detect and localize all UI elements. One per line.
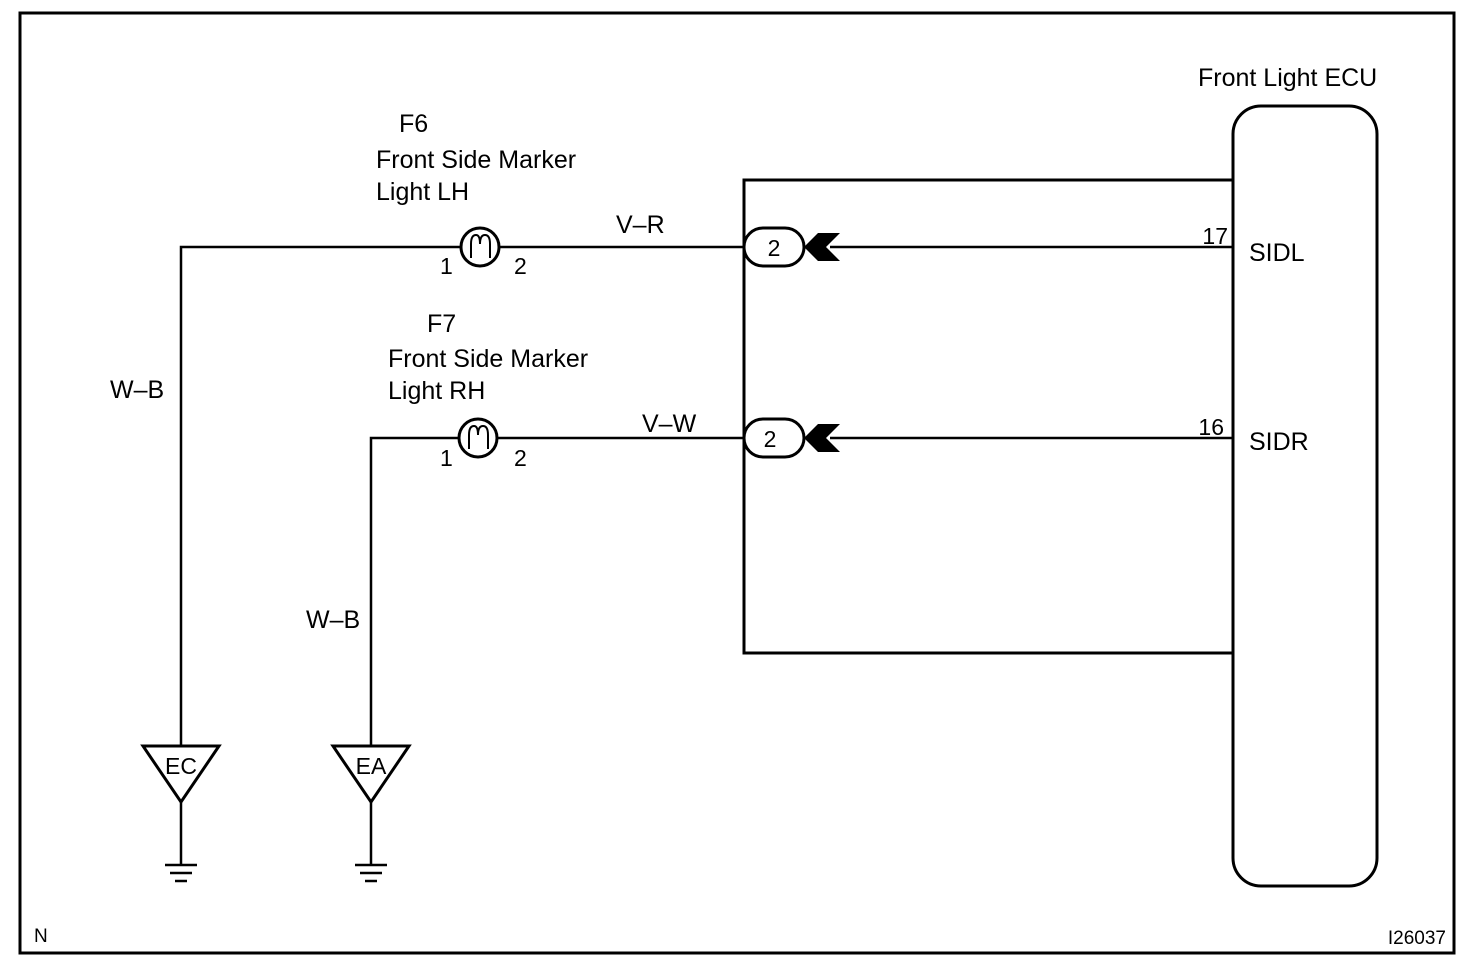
figure-id: I26037 xyxy=(1388,928,1446,949)
connector-arrow-icon xyxy=(804,424,840,452)
bulb-filament-icon xyxy=(470,233,491,258)
ecu-pin-16-number: 16 xyxy=(1198,414,1224,440)
component-name-line2: Light RH xyxy=(388,377,485,405)
bulb-icon xyxy=(459,226,501,268)
wire-label-v-w: V–W xyxy=(642,410,697,438)
bulb-pin-1: 1 xyxy=(440,253,453,279)
bulb-filament-icon xyxy=(468,424,489,449)
connector-arrow-icon xyxy=(804,233,840,261)
connector-pin-lh: 2 xyxy=(742,226,840,268)
wire-label-w-b-lh: W–B xyxy=(110,376,164,404)
component-name-line1: Front Side Marker xyxy=(376,146,576,174)
front-light-ecu: Front Light ECU 17 SIDL 16 SIDR xyxy=(1198,64,1379,888)
component-code: F7 xyxy=(427,310,456,338)
component-name-line1: Front Side Marker xyxy=(388,345,588,373)
connector-pin-number: 2 xyxy=(768,235,781,261)
diagram-frame xyxy=(18,11,1456,955)
ground-triangle-icon xyxy=(140,744,222,805)
corner-letter: N xyxy=(34,926,48,947)
wire-label-v-r: V–R xyxy=(616,211,665,239)
ground-triangle-icon xyxy=(330,744,412,805)
earth-ground-icon xyxy=(165,863,197,883)
connector-housing-outline xyxy=(742,178,1233,655)
bulb-pin-1: 1 xyxy=(440,445,453,471)
component-f7-side-marker-rh: F7 Front Side Marker Light RH 1 2 xyxy=(369,310,744,748)
wire-label-w-b-rh: W–B xyxy=(306,606,360,634)
ground-label: EA xyxy=(356,753,387,779)
ground-point-ec: EC xyxy=(140,744,222,883)
component-code: F6 xyxy=(399,110,428,138)
earth-ground-icon xyxy=(355,863,387,883)
wire-w-b-rh xyxy=(369,436,459,748)
component-name-line2: Light LH xyxy=(376,178,469,206)
ecu-pin-17-number: 17 xyxy=(1202,223,1228,249)
connector-pin-rh: 2 xyxy=(742,417,840,459)
bulb-icon xyxy=(457,417,499,459)
ground-label: EC xyxy=(165,753,197,779)
ecu-body xyxy=(1231,104,1379,888)
wire-w-b-lh xyxy=(179,245,460,748)
connector-pin-number: 2 xyxy=(764,426,777,452)
ecu-pin-sidr-name: SIDR xyxy=(1249,428,1309,456)
bulb-pin-2: 2 xyxy=(514,445,527,471)
bulb-pin-2: 2 xyxy=(514,253,527,279)
ecu-pin-sidl-name: SIDL xyxy=(1249,239,1305,267)
component-f6-side-marker-lh: F6 Front Side Marker Light LH 1 2 xyxy=(179,110,744,748)
ecu-title: Front Light ECU xyxy=(1198,64,1377,92)
ground-point-ea: EA xyxy=(330,744,412,883)
